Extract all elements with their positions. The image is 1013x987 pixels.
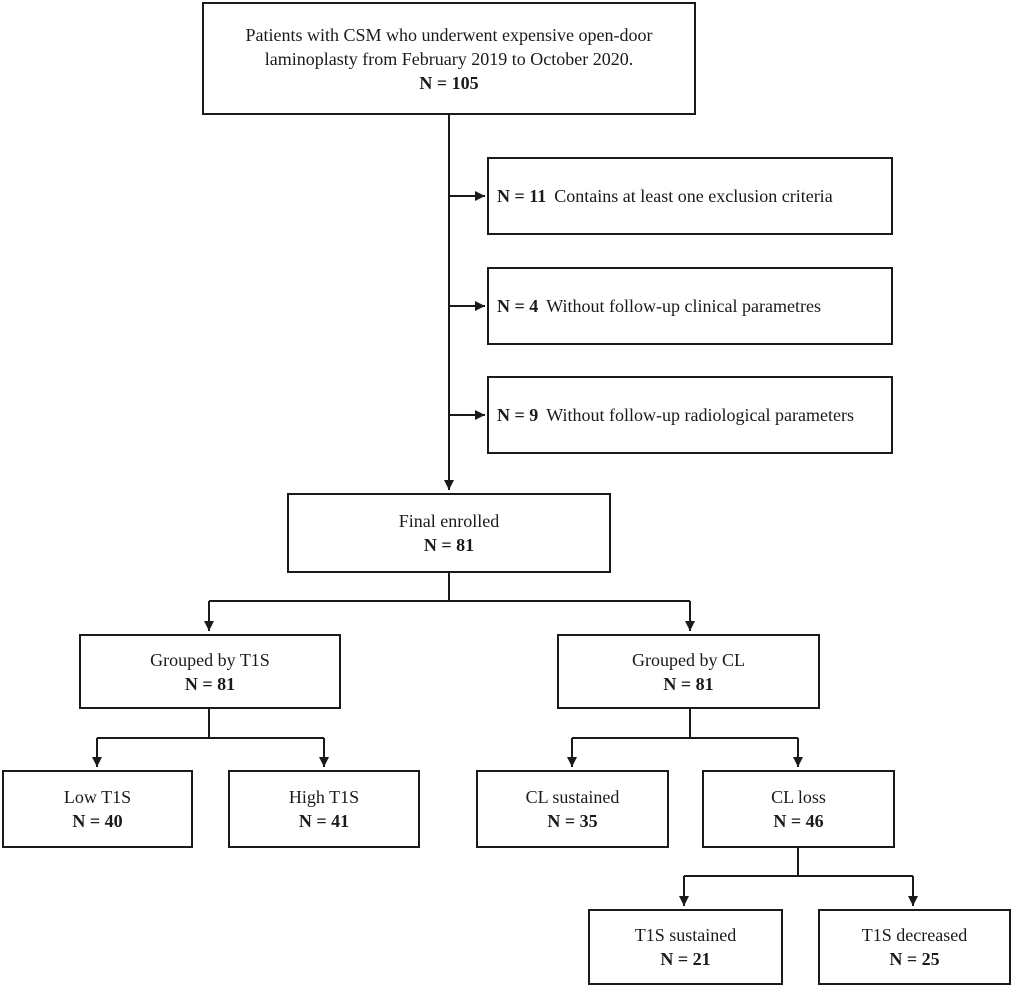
high-t1s-label: High T1S [288,787,360,807]
cl-loss-count: N = 46 [773,811,824,831]
cl-loss-label: CL loss [771,787,826,807]
exclusion-1-count: N = 11 [497,186,547,206]
patients-line-1: Patients with CSM who underwent expensiv… [245,24,653,45]
box-cl-sustained: CL sustained N = 35 [476,770,669,848]
box-t1s-decreased: T1S decreased N = 25 [818,909,1011,985]
box-exclusion-1: N = 11 Contains at least one exclusion cr… [487,157,893,235]
box-high-t1s: High T1S N = 41 [228,770,420,848]
box-grouped-cl: Grouped by CL N = 81 [557,634,820,709]
cl-sustained-label: CL sustained [525,787,620,807]
cl-sustained-count: N = 35 [547,811,598,831]
final-enrolled-label: Final enrolled [398,511,500,531]
t1s-decreased-count: N = 25 [889,949,940,969]
patients-count: N = 105 [419,72,479,93]
box-grouped-t1s: Grouped by T1S N = 81 [79,634,341,709]
grouped-t1s-label: Grouped by T1S [150,649,270,670]
grouped-cl-count: N = 81 [663,673,714,694]
exclusion-2-label: Without follow-up clinical parametres [546,296,821,316]
grouped-t1s-count: N = 81 [184,673,236,694]
exclusion-3-label: Without follow-up radiological parameter… [546,405,854,425]
low-t1s-label: Low T1S [63,787,132,807]
patients-line-2: laminoplasty from February 2019 to Octob… [264,48,634,69]
box-low-t1s: Low T1S N = 40 [2,770,193,848]
low-t1s-count: N = 40 [72,811,123,831]
box-exclusion-3: N = 9 Without follow-up radiological para… [487,376,893,454]
high-t1s-count: N = 41 [298,811,350,831]
box-patients: Patients with CSM who underwent expensiv… [202,2,696,115]
exclusion-1-label: Contains at least one exclusion criteria [554,186,833,206]
t1s-sustained-label: T1S sustained [634,925,737,945]
exclusion-3-count: N = 9 [497,405,539,425]
box-exclusion-2: N = 4 Without follow-up clinical parametr… [487,267,893,345]
exclusion-2-count: N = 4 [497,296,539,316]
box-final-enrolled: Final enrolled N = 81 [287,493,611,573]
t1s-decreased-label: T1S decreased [861,925,968,945]
box-cl-loss: CL loss N = 46 [702,770,895,848]
grouped-cl-label: Grouped by CL [632,649,745,670]
t1s-sustained-count: N = 21 [660,949,711,969]
final-enrolled-count: N = 81 [423,535,475,555]
box-t1s-sustained: T1S sustained N = 21 [588,909,783,985]
